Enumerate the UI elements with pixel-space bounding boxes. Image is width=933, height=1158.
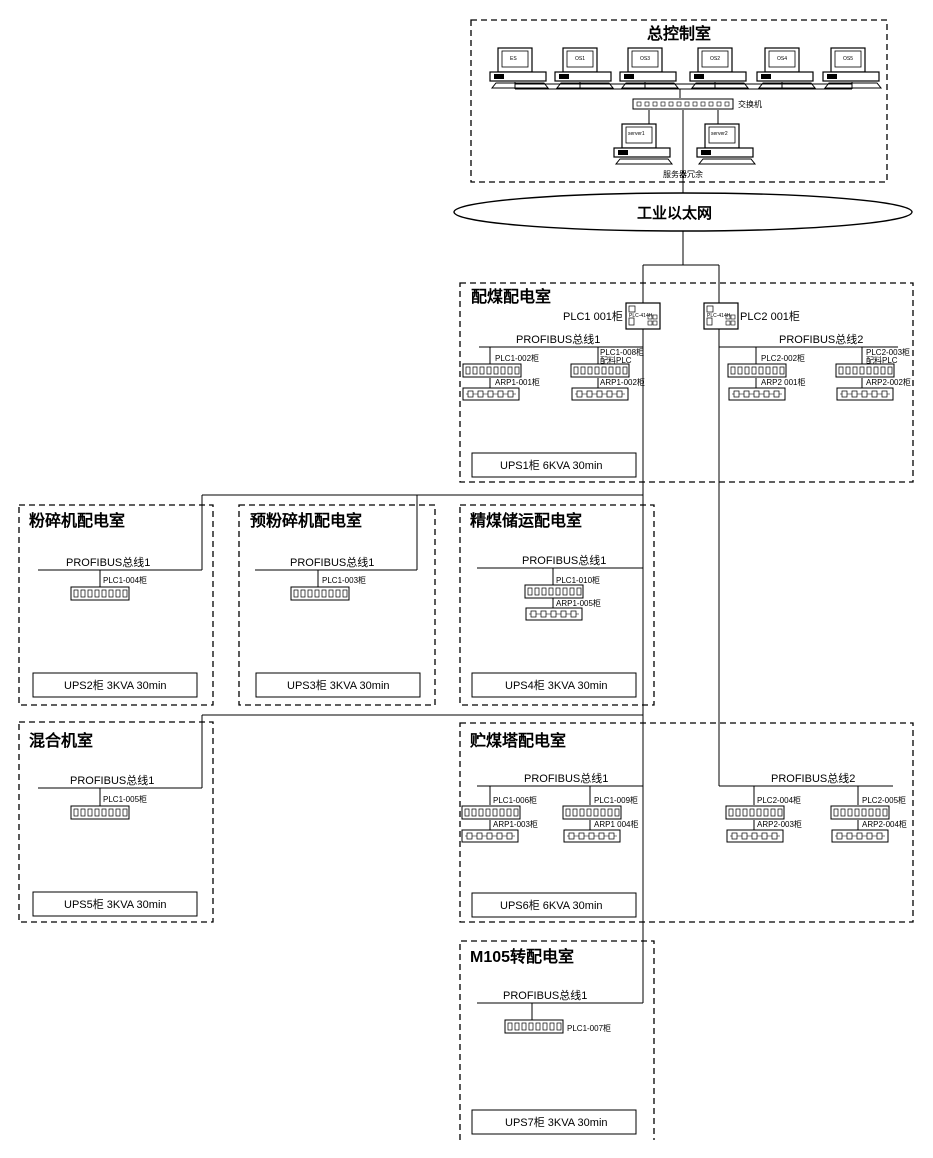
arp2-002-label: ARP2-002柜 bbox=[866, 377, 911, 387]
precrusher-bus-label: PROFIBUS总线1 bbox=[290, 555, 374, 569]
ups3-label: UPS3柜 3KVA 30min bbox=[287, 679, 390, 692]
ws-es-label: ES bbox=[510, 56, 517, 62]
coal-room-title: 配煤配电室 bbox=[471, 287, 551, 306]
mixer-room-box bbox=[18, 721, 214, 923]
plc2-device-label: PLC-414H bbox=[707, 313, 731, 319]
server1-label: server1 bbox=[628, 131, 645, 137]
coal-bus1-label: PROFIBUS总线1 bbox=[516, 332, 600, 346]
plc2-003-sub-label: 配料PLC bbox=[866, 355, 898, 365]
m105-room-title: M105转配电室 bbox=[470, 947, 574, 966]
server2-label: server2 bbox=[711, 131, 728, 137]
plc2-003-label: PLC2-003柜 bbox=[866, 347, 910, 357]
ups4-box bbox=[471, 672, 637, 698]
plc1-device-label: PLC-414H bbox=[629, 313, 653, 319]
storage-plc-label: PLC1-010柜 bbox=[556, 575, 600, 585]
arp2-004-label: ARP2-004柜 bbox=[862, 819, 907, 829]
m105-plc-label: PLC1-007柜 bbox=[567, 1023, 611, 1033]
switch bbox=[632, 98, 734, 110]
control-room-box bbox=[470, 19, 888, 183]
ups5-box bbox=[32, 891, 198, 917]
ws-os4-label: OS4 bbox=[777, 56, 787, 62]
coal-bus2-label: PROFIBUS总线2 bbox=[779, 332, 863, 346]
plc1-008-sub-label: 配料PLC bbox=[600, 355, 632, 365]
arp1-004-label: ARP1 004柜 bbox=[594, 819, 638, 829]
mixer-plc-label: PLC1-005柜 bbox=[103, 794, 147, 804]
crusher-room-box bbox=[18, 504, 214, 706]
storage-arp-label: ARP1-005柜 bbox=[556, 598, 601, 608]
arp2-003-label: ARP2-003柜 bbox=[757, 819, 802, 829]
tower-bus1-label: PROFIBUS总线1 bbox=[524, 771, 608, 785]
storage-room-title: 精煤储运配电室 bbox=[470, 511, 582, 530]
ups6-box bbox=[471, 892, 637, 918]
control-room-title: 总控制室 bbox=[647, 24, 711, 43]
ws-os1-label: OS1 bbox=[575, 56, 585, 62]
precrusher-plc-label: PLC1-003柜 bbox=[322, 575, 366, 585]
tower-room-box bbox=[459, 722, 914, 923]
workstations bbox=[489, 47, 882, 89]
ups4-label: UPS4柜 3KVA 30min bbox=[505, 679, 608, 692]
crusher-room-title: 粉碎机配电室 bbox=[29, 511, 125, 530]
plc1-008-label: PLC1-008柜 bbox=[600, 347, 644, 357]
tower-bus2-label: PROFIBUS总线2 bbox=[771, 771, 855, 785]
ws-os5-label: OS5 bbox=[843, 56, 853, 62]
plc1-009-label: PLC1-009柜 bbox=[594, 795, 638, 805]
plc1-006-label: PLC1-006柜 bbox=[493, 795, 537, 805]
crusher-plc-label: PLC1-004柜 bbox=[103, 575, 147, 585]
ws-os2-label: OS2 bbox=[710, 56, 720, 62]
ups2-box bbox=[32, 672, 198, 698]
ups5-label: UPS5柜 3KVA 30min bbox=[64, 898, 167, 911]
server-redundancy-label: 服务器冗余 bbox=[663, 169, 703, 179]
tower-room-title: 贮煤塔配电室 bbox=[469, 731, 566, 750]
trunk-lines bbox=[201, 231, 720, 980]
arp1-002-label: ARP1-002柜 bbox=[600, 377, 645, 387]
storage-room-box bbox=[459, 504, 655, 706]
plc2-005-label: PLC2-005柜 bbox=[862, 795, 906, 805]
plc1-002-label: PLC1-002柜 bbox=[495, 353, 539, 363]
servers bbox=[613, 123, 756, 165]
coal-room-box bbox=[459, 282, 914, 483]
ethernet-label: 工业以太网 bbox=[637, 204, 712, 222]
plc2-002-label: PLC2-002柜 bbox=[761, 353, 805, 363]
ups2-label: UPS2柜 3KVA 30min bbox=[64, 679, 167, 692]
mixer-room-title: 混合机室 bbox=[29, 731, 93, 750]
plc2-004-label: PLC2-004柜 bbox=[757, 795, 801, 805]
storage-bus-label: PROFIBUS总线1 bbox=[522, 553, 606, 567]
ups3-box bbox=[255, 672, 421, 698]
ups7-label: UPS7柜 3KVA 30min bbox=[505, 1116, 608, 1129]
plc1-label: PLC1 001柜 bbox=[563, 310, 623, 323]
switch-label: 交换机 bbox=[738, 99, 762, 109]
ups1-label: UPS1柜 6KVA 30min bbox=[500, 459, 603, 472]
arp1-001-label: ARP1-001柜 bbox=[495, 377, 540, 387]
ups7-box bbox=[471, 1109, 637, 1135]
arp2-001-label: ARP2 001柜 bbox=[761, 377, 805, 387]
coal-bus-lines bbox=[479, 346, 898, 388]
precrusher-room-title: 预粉碎机配电室 bbox=[250, 511, 362, 530]
precrusher-room-box bbox=[238, 504, 436, 706]
m105-room-box bbox=[459, 940, 655, 1140]
lan-lines bbox=[514, 82, 853, 200]
mixer-bus-label: PROFIBUS总线1 bbox=[70, 773, 154, 787]
crusher-bus-label: PROFIBUS总线1 bbox=[66, 555, 150, 569]
m105-bus-label: PROFIBUS总线1 bbox=[503, 988, 587, 1002]
plc2-label: PLC2 001柜 bbox=[740, 310, 800, 323]
ups1-box bbox=[471, 452, 637, 478]
ws-os3-label: OS3 bbox=[640, 56, 650, 62]
arp1-003-label: ARP1-003柜 bbox=[493, 819, 538, 829]
ups6-label: UPS6柜 6KVA 30min bbox=[500, 899, 603, 912]
